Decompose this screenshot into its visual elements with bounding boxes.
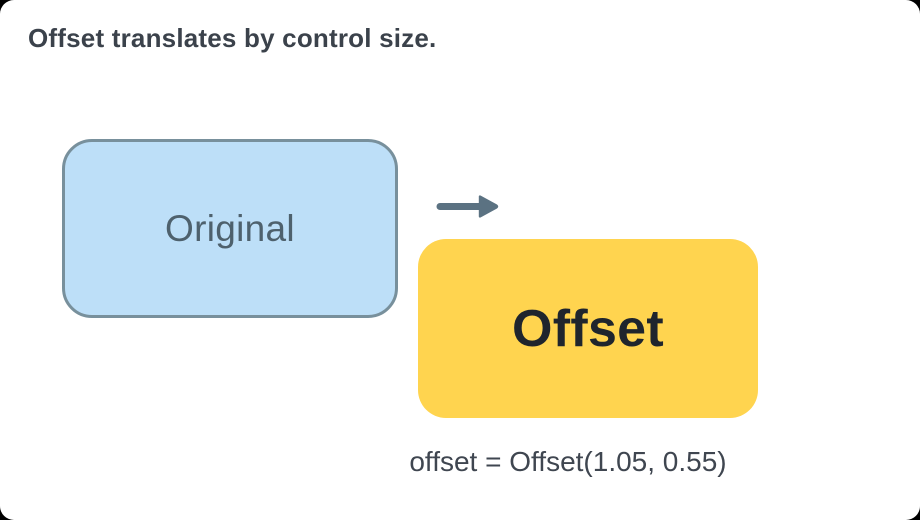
offset-formula-caption: offset = Offset(1.05, 0.55) — [409, 446, 727, 477]
arrow-head — [478, 195, 499, 218]
page-title: Offset translates by control size. — [28, 23, 437, 53]
original-box: Original — [62, 139, 398, 318]
translate-arrow-icon — [436, 193, 500, 220]
offset-box: Offset — [418, 239, 758, 418]
original-box-label: Original — [165, 207, 295, 249]
offset-box-label: Offset — [511, 299, 665, 358]
